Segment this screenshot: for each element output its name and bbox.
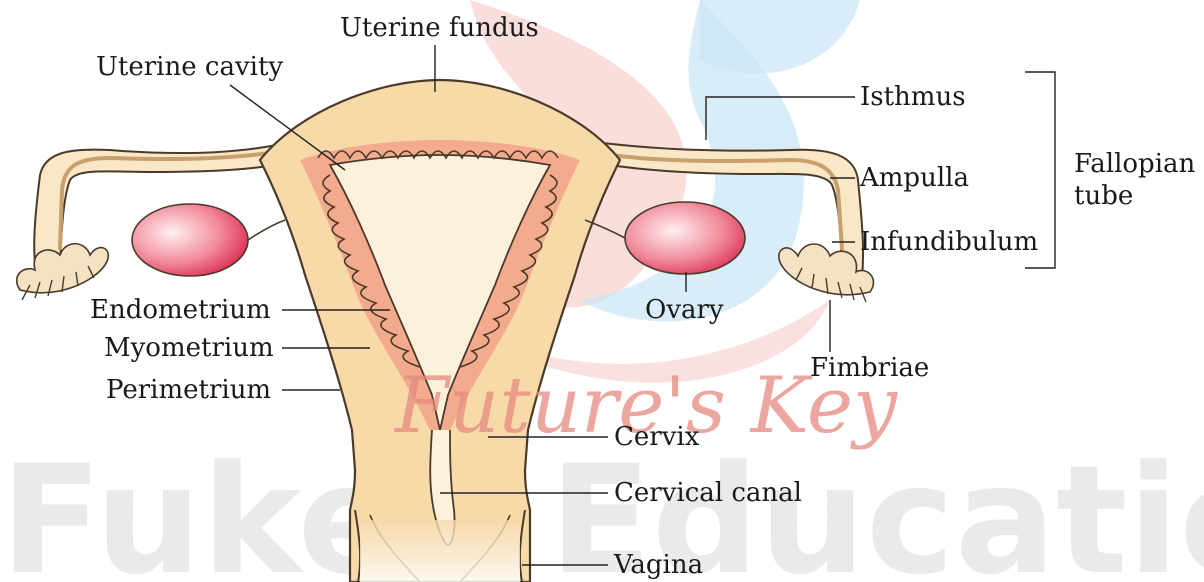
label-uterine-cavity: Uterine cavity (96, 52, 283, 82)
label-ampulla: Ampulla (859, 163, 969, 193)
label-cervix: Cervix (614, 422, 700, 452)
label-ovary: Ovary (645, 295, 724, 325)
label-cervical-canal: Cervical canal (614, 478, 802, 508)
label-fimbriae: Fimbriae (810, 353, 929, 383)
right-ovary (625, 202, 745, 274)
label-endometrium: Endometrium (90, 295, 271, 325)
watermark-brand: Fukey Educatio (0, 434, 1204, 582)
label-tube: tube (1074, 181, 1133, 211)
label-infundibulum: Infundibulum (860, 227, 1038, 257)
label-isthmus: Isthmus (860, 82, 966, 112)
label-fallopian: Fallopian (1074, 149, 1196, 179)
label-myometrium: Myometrium (104, 333, 274, 363)
left-ovary (132, 204, 248, 276)
label-perimetrium: Perimetrium (106, 375, 271, 405)
label-uterine-fundus: Uterine fundus (340, 13, 539, 43)
label-vagina: Vagina (613, 550, 703, 580)
